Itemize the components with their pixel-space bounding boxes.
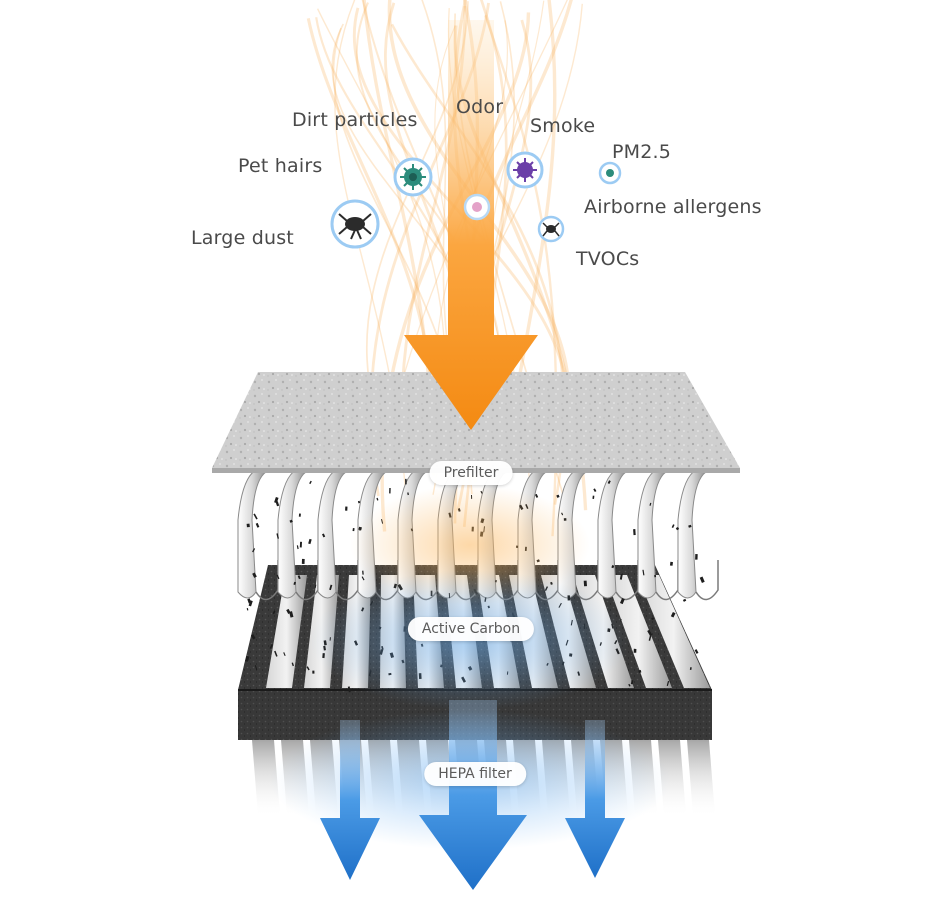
label-odor: Odor <box>456 96 504 118</box>
label-pet-hairs: Pet hairs <box>238 155 323 177</box>
label-pm25: PM2.5 <box>612 141 672 163</box>
outflow-arrow-center <box>419 700 527 890</box>
virus-icon <box>506 151 544 189</box>
outflow-arrow-right <box>565 720 625 878</box>
mite-icon <box>537 215 565 243</box>
odor-icon <box>463 193 491 221</box>
label-smoke: Smoke <box>530 115 596 137</box>
label-large-dust: Large dust <box>191 227 294 249</box>
layer-label-hepa-filter: HEPA filter <box>424 762 526 786</box>
particle-icon <box>598 161 622 185</box>
label-airborne-allergens: Airborne allergens <box>584 196 762 218</box>
inflow-arrow <box>404 20 538 430</box>
bacteria-icon <box>393 157 433 197</box>
label-dirt-particles: Dirt particles <box>292 109 418 131</box>
dust-mite-icon <box>330 199 380 249</box>
outflow-arrow-left <box>320 720 380 880</box>
label-tvocs: TVOCs <box>576 248 640 270</box>
inflow-glow <box>350 485 590 605</box>
layer-label-prefilter: Prefilter <box>429 461 513 485</box>
layer-label-active-carbon: Active Carbon <box>407 617 535 641</box>
